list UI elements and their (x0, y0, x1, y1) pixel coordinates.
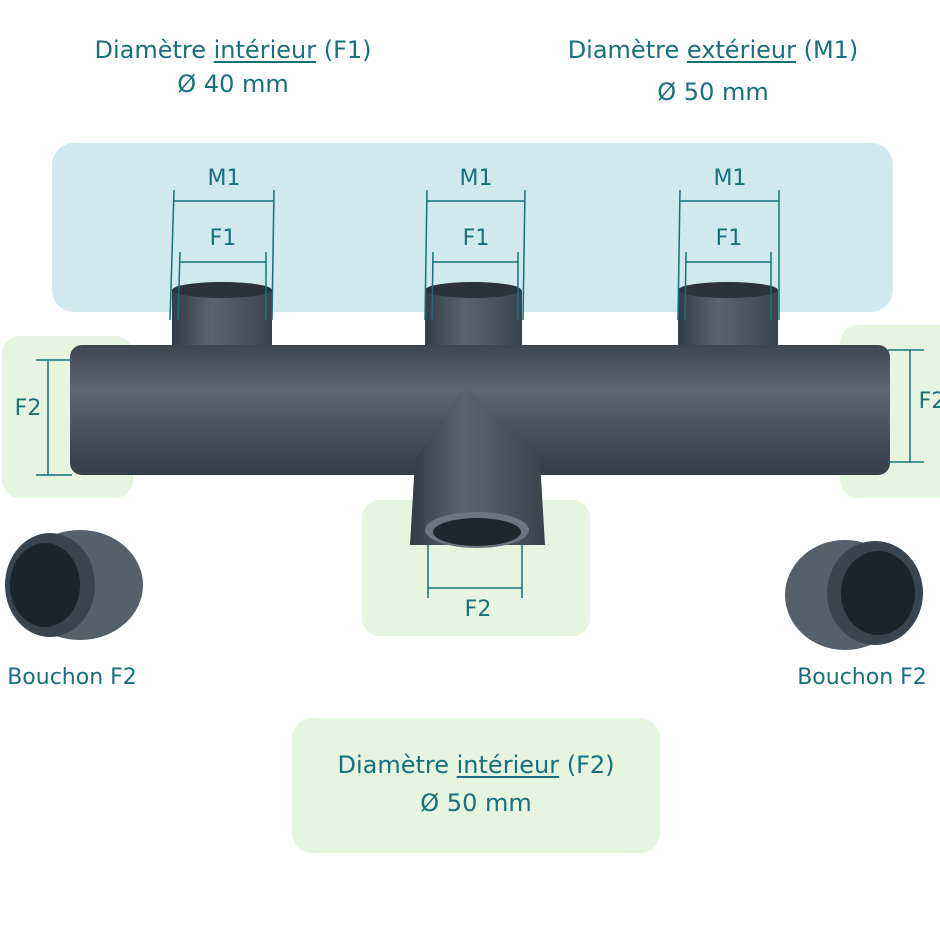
m1-diameter-title: Diamètre extérieur (M1) (568, 36, 859, 65)
title-prefix: Diamètre (567, 36, 687, 64)
f1-label-middle: F1 (462, 226, 490, 251)
cap-right (785, 540, 923, 650)
bottom-outlet (410, 385, 545, 548)
f1-label-left: F1 (209, 226, 237, 251)
title-suffix: (M1) (795, 36, 859, 64)
dimension-lines (36, 189, 924, 598)
title-emphasis: intérieur (456, 751, 560, 779)
f1-diameter-title: Diamètre intérieur (F1) (94, 36, 371, 65)
title-prefix: Diamètre (94, 36, 214, 64)
riser-left (172, 282, 272, 352)
title-emphasis: intérieur (213, 36, 317, 64)
f2-diameter-title: Diamètre intérieur (F2) (337, 751, 614, 780)
blue-zone (52, 143, 893, 312)
m1-diameter-value: Ø 50 mm (657, 78, 769, 106)
title-suffix: (F1) (316, 36, 372, 64)
green-zone-bottom-text (292, 718, 660, 853)
m1-label-left: M1 (207, 166, 241, 191)
title-suffix: (F2) (559, 751, 615, 779)
f2-label-bottom: F2 (464, 597, 492, 622)
title-prefix: Diamètre (337, 751, 457, 779)
f1-diameter-value: Ø 40 mm (177, 70, 289, 98)
cap-left (5, 530, 143, 640)
f2-label-right: F2 (918, 389, 940, 414)
riser-middle (425, 282, 522, 352)
m1-label-right: M1 (713, 166, 747, 191)
cap-label-left: Bouchon F2 (7, 665, 137, 690)
cap-label-right: Bouchon F2 (797, 665, 927, 690)
f1-label-right: F1 (715, 226, 743, 251)
f2-label-left: F2 (14, 396, 42, 421)
f2-diameter-value: Ø 50 mm (420, 789, 532, 817)
m1-label-middle: M1 (459, 166, 493, 191)
title-emphasis: extérieur (686, 36, 796, 64)
riser-right (678, 282, 778, 348)
